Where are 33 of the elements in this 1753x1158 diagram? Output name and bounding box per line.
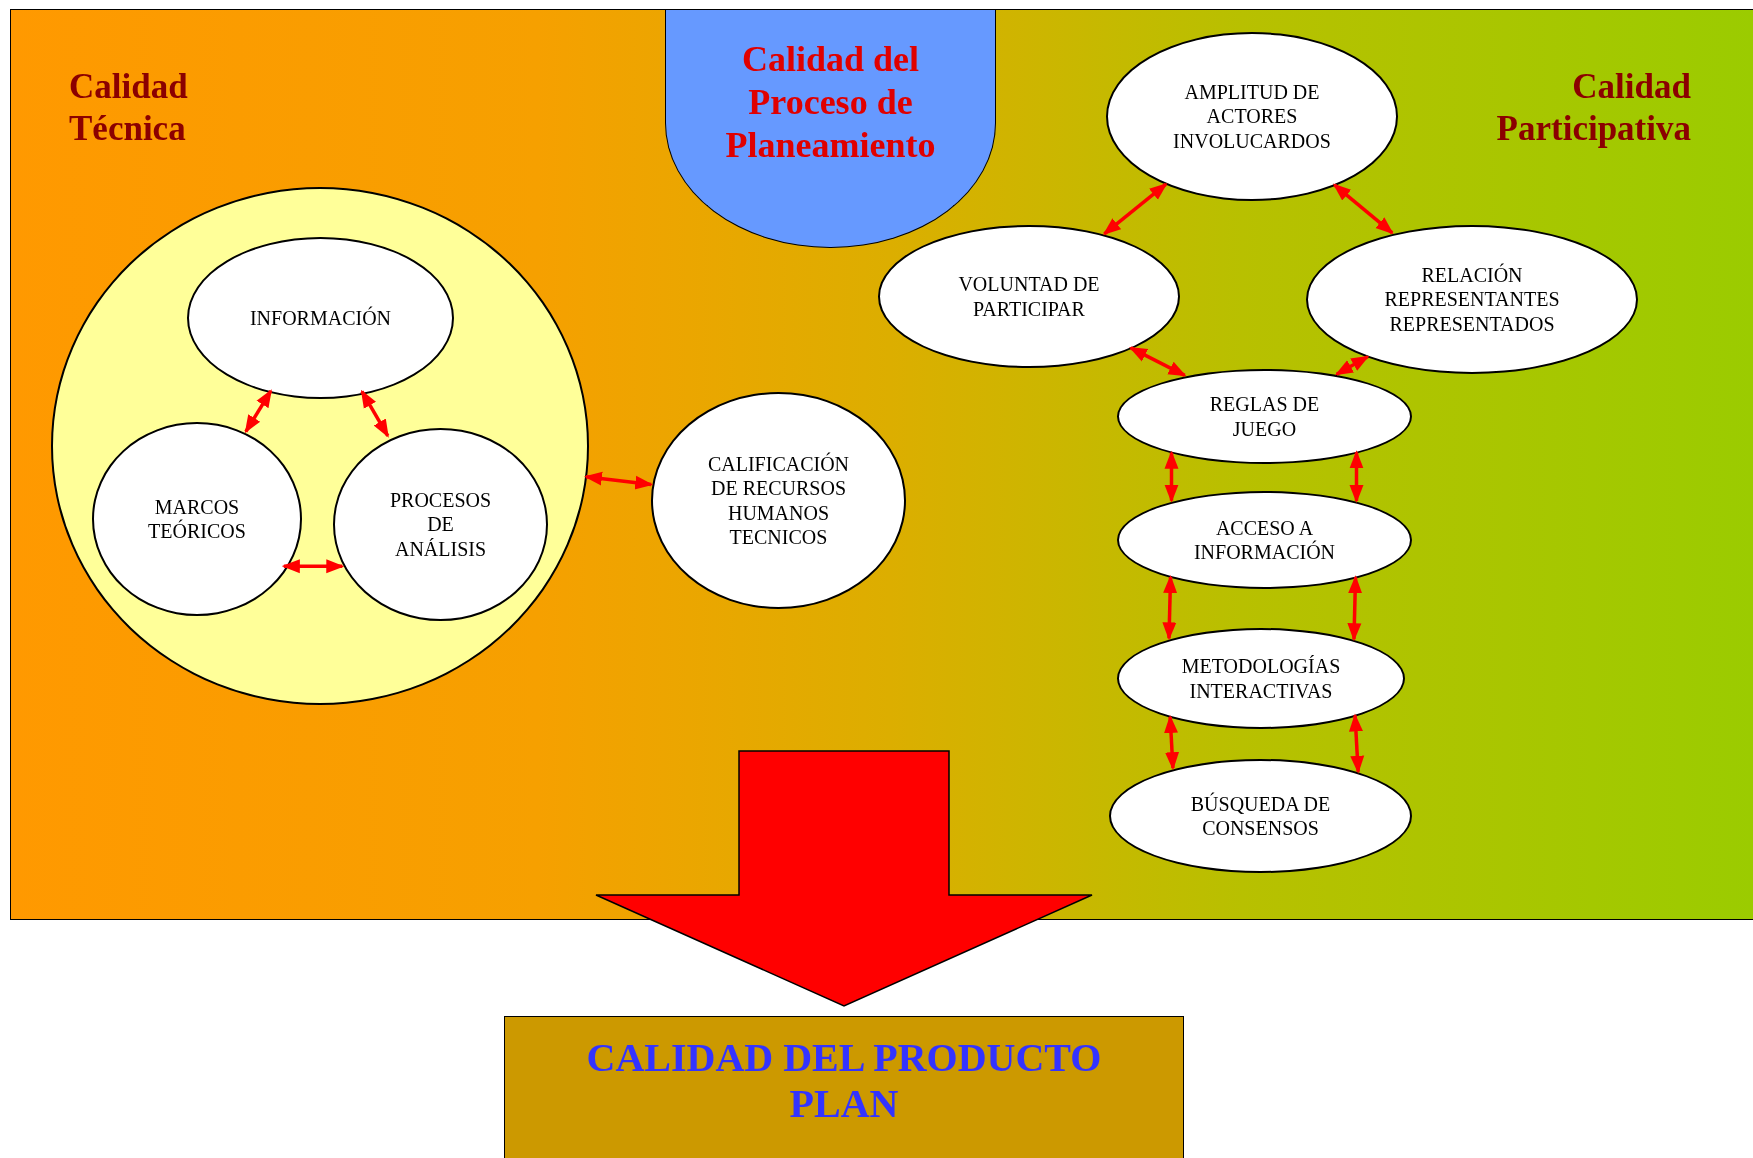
ellipse-label: PROCESOS DE ANÁLISIS <box>388 487 493 562</box>
ellipse-label: INFORMACIÓN <box>249 305 392 331</box>
ellipse-label: MARCOS TEÓRICOS <box>147 494 247 544</box>
quality-panel <box>10 9 1753 920</box>
double-arrow <box>1129 346 1187 377</box>
result-box <box>504 1016 1184 1158</box>
section-heading: Calidad Participativa <box>1495 66 1691 150</box>
double-arrow <box>1164 714 1180 771</box>
ellipse-label: BÚSQUEDA DE CONSENSOS <box>1189 791 1332 841</box>
double-arrow <box>1102 182 1168 236</box>
double-arrow <box>1349 450 1364 503</box>
double-arrow <box>1347 575 1363 642</box>
double-arrow <box>281 559 345 574</box>
ellipse-label: AMPLITUD DE ACTORES INVOLUCARDOS <box>1172 79 1332 154</box>
ellipse-label: REGLAS DE JUEGO <box>1208 392 1321 441</box>
double-arrow <box>244 389 273 434</box>
double-arrow <box>584 471 654 490</box>
double-arrow <box>360 389 390 438</box>
section-heading: Calidad Técnica <box>69 66 189 150</box>
ellipse-label: METODOLOGÍAS INTERACTIVAS <box>1180 654 1342 703</box>
ellipse-label: VOLUNTAD DE PARTICIPAR <box>957 272 1101 321</box>
double-arrow <box>1164 450 1179 503</box>
ellipse-label: RELACIÓN REPRESENTANTES REPRESENTADOS <box>1383 262 1561 337</box>
ellipse-label: CALIFICACIÓN DE RECURSOS HUMANOS TECNICOS <box>706 451 851 550</box>
double-arrow <box>1334 355 1370 376</box>
double-arrow <box>1348 713 1365 774</box>
tab-title: Calidad del Proceso de Planeamiento <box>724 38 937 168</box>
ellipse-label: ACCESO A INFORMACIÓN <box>1192 515 1337 565</box>
double-arrow <box>1332 183 1394 235</box>
result-title: CALIDAD DEL PRODUCTO PLAN <box>585 1035 1103 1128</box>
heading-tab <box>665 10 996 248</box>
double-arrow <box>1162 575 1178 641</box>
block-arrow <box>595 750 1093 1007</box>
